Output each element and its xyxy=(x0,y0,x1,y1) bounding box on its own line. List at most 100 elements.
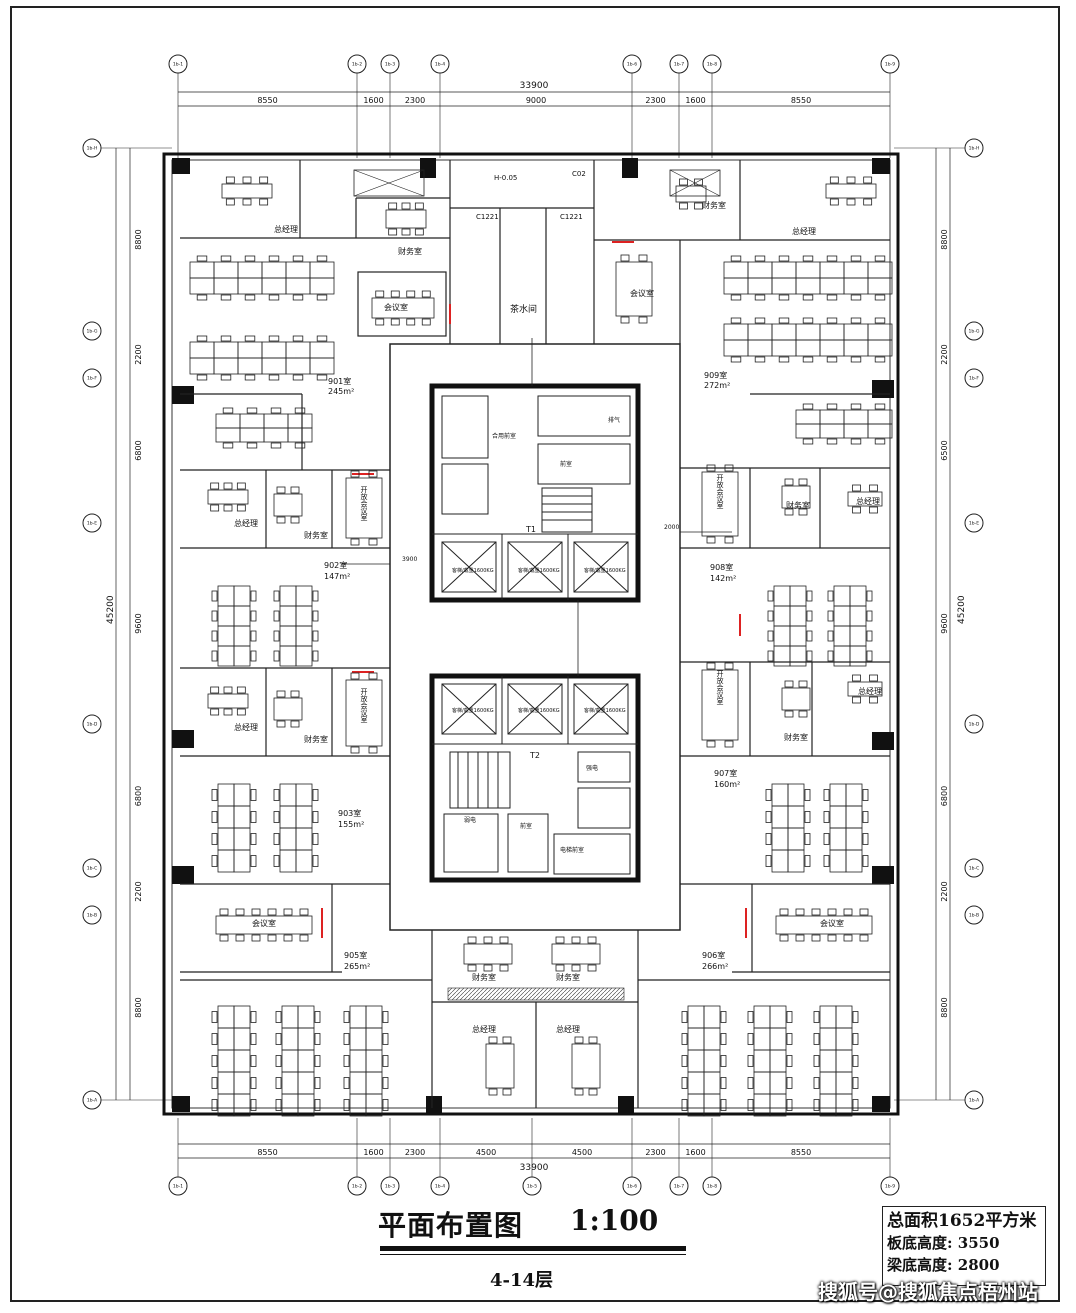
dim-left-6: 8800 xyxy=(134,997,143,1017)
dim-right-6: 8800 xyxy=(940,997,949,1017)
dim-top-1: 1600 xyxy=(363,96,383,105)
grid-v-5-0: 1b-7 xyxy=(674,62,684,68)
open-meeting-2: 开放会议室 xyxy=(360,688,368,723)
dim-left-4: 6800 xyxy=(134,786,143,806)
grid-h-6-1: 1b-B xyxy=(969,913,979,919)
desks-901-b xyxy=(189,335,335,381)
core-t2: T2 xyxy=(529,751,540,760)
unit-903-area: 155m² xyxy=(338,820,364,829)
drawing-scale: 1:100 xyxy=(570,1204,659,1237)
finance-4: 财务室 xyxy=(304,734,328,744)
meeting-4: 会议室 xyxy=(820,918,844,928)
desks-902-b xyxy=(273,585,319,667)
dim-left-5: 2200 xyxy=(134,881,143,901)
unit-907-id: 907室 xyxy=(714,768,737,778)
dim-right-1: 2200 xyxy=(940,344,949,364)
open-meeting-3: 开放会议室 xyxy=(716,474,724,509)
finance-desk-5 xyxy=(781,478,811,516)
grid-h-5-1: 1b-C xyxy=(969,866,980,872)
desks-905-b xyxy=(275,1005,321,1117)
finance-desk-6 xyxy=(781,680,811,718)
core-room-0: 合用前室 xyxy=(492,432,516,440)
gm-4: 总经理 xyxy=(234,722,258,732)
slab-height: 板底高度: 3550 xyxy=(887,1234,1000,1252)
meeting-2: 会议室 xyxy=(630,288,654,298)
core-c1221-b: C1221 xyxy=(560,213,583,221)
dim-right-5: 2200 xyxy=(940,881,949,901)
desks-903-a xyxy=(211,783,257,873)
grid-axes-bottom xyxy=(168,1176,900,1196)
area-info-box: 总面积1652平方米 板底高度: 3550 梁底高度: 2800 xyxy=(882,1206,1046,1286)
gm-8: 总经理 xyxy=(556,1024,580,1034)
unit-905-area: 265m² xyxy=(344,962,370,971)
dim-left-3: 9600 xyxy=(134,613,143,633)
tea-room: 茶水间 xyxy=(510,303,537,315)
unit-901-id: 901室 xyxy=(328,376,351,386)
dim-core-width: 2000 xyxy=(664,524,679,531)
desks-907-a xyxy=(765,783,811,873)
unit-909-id: 909室 xyxy=(704,370,727,380)
dim-side-right: 45200 xyxy=(957,595,967,624)
dim-bottom-5: 2300 xyxy=(645,1148,665,1157)
open-meeting-table-1 xyxy=(345,470,383,546)
elev-6: 客梯/载重1600KG xyxy=(584,707,626,714)
grid-axes-left xyxy=(82,138,102,1110)
grid-v-6-0: 1b-8 xyxy=(707,62,717,68)
unit-908-area: 142m² xyxy=(710,574,736,583)
grid-h-0-1: 1b-H xyxy=(969,146,980,152)
elev-1: 客梯/载重1600KG xyxy=(452,567,494,574)
dim-overall-bottom: 33900 xyxy=(520,1163,549,1173)
unit-905-id: 905室 xyxy=(344,950,367,960)
dim-left-1: 2200 xyxy=(134,344,143,364)
gm-desk-6 xyxy=(847,674,883,704)
core-h: H-0.05 xyxy=(494,174,517,182)
floor-range: 4-14层 xyxy=(490,1270,554,1291)
grid-labels: 1b-11b-11b-21b-21b-31b-31b-41b-41b-61b-6… xyxy=(87,62,981,1190)
open-meeting-table-2 xyxy=(345,672,383,754)
desks-906-c xyxy=(813,1005,859,1117)
dim-top-3: 9000 xyxy=(526,96,546,105)
dim-core-gap: 3900 xyxy=(402,556,417,563)
grid-h-7-0: 1b-A xyxy=(87,1098,98,1104)
grid-v-5-1: 1b-7 xyxy=(674,1184,684,1190)
finance-7: 财务室 xyxy=(472,972,496,982)
dim-overall-top: 33900 xyxy=(520,81,549,91)
desks-905-a xyxy=(211,1005,257,1117)
core-c1221-a: C1221 xyxy=(476,213,499,221)
dim-top-4: 2300 xyxy=(645,96,665,105)
grid-v-1-0: 1b-2 xyxy=(352,62,362,68)
finance-desk-7 xyxy=(463,936,513,972)
elev-5: 客梯/载重1600KG xyxy=(518,707,560,714)
grid-v-0-0: 1b-1 xyxy=(173,62,183,68)
dim-bottom-4: 4500 xyxy=(572,1148,592,1157)
grid-v-0-1: 1b-1 xyxy=(173,1184,183,1190)
grid-h-3-1: 1b-E xyxy=(969,521,979,527)
finance-desk-1 xyxy=(385,202,427,236)
unit-902-id: 902室 xyxy=(324,560,347,570)
dim-left-2: 6800 xyxy=(134,440,143,460)
grid-h-5-0: 1b-C xyxy=(87,866,98,872)
desks-906-b xyxy=(747,1005,793,1117)
grid-v-mid: 1b-5 xyxy=(527,1184,537,1190)
grid-v-4-1: 1b-6 xyxy=(627,1184,637,1190)
watermark: 搜狐号@搜狐焦点梧州站 xyxy=(818,1280,1038,1304)
gm-desk-2 xyxy=(825,176,877,206)
grid-v-2-0: 1b-3 xyxy=(385,62,395,68)
grid-v-3-0: 1b-4 xyxy=(435,62,445,68)
core-top xyxy=(429,383,641,603)
grid-h-2-0: 1b-F xyxy=(87,376,97,382)
dim-bottom-0: 8550 xyxy=(257,1148,277,1157)
desks-906-a xyxy=(681,1005,727,1117)
desks-902-a xyxy=(211,585,257,667)
grid-h-2-1: 1b-F xyxy=(969,376,979,382)
elev-3: 客梯/载重1600KG xyxy=(584,567,626,574)
grid-axes-right xyxy=(964,138,984,1110)
core-room-3: 弱电 xyxy=(464,816,476,824)
gm-1: 总经理 xyxy=(274,224,298,234)
finance-8: 财务室 xyxy=(556,972,580,982)
dim-right-2: 6500 xyxy=(940,440,949,460)
dim-side-left: 45200 xyxy=(106,595,116,624)
gm-desk-4 xyxy=(207,686,249,716)
desks-905-c xyxy=(343,1005,389,1117)
room-labels: 33900 33900 45200 45200 2000 3900 C02 H-… xyxy=(106,81,967,1173)
